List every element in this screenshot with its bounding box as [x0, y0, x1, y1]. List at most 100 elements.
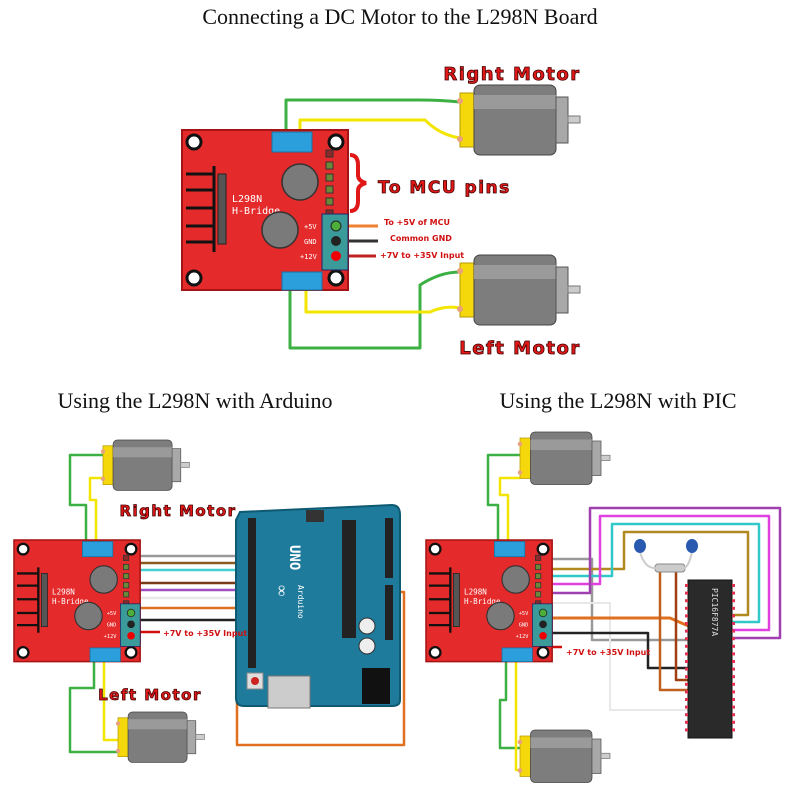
title-pic: Using the L298N with PIC — [499, 388, 736, 413]
arduino-logo-icon: ∞ — [273, 585, 290, 596]
pic-pin — [732, 667, 735, 671]
mounting-hole — [428, 542, 442, 556]
capacitor — [89, 565, 118, 594]
motor-contact — [100, 476, 106, 482]
label-pin-12v: +12V — [300, 253, 318, 261]
pic-pin — [732, 705, 735, 709]
pic-pin — [685, 584, 688, 587]
motor-contact — [517, 470, 523, 475]
mounting-hole — [327, 269, 345, 287]
pin-5v — [330, 220, 342, 232]
pic-pin — [732, 713, 735, 717]
motor-contact — [457, 306, 463, 312]
label-pin-5v: +5V — [519, 611, 529, 617]
motor-contact — [115, 748, 121, 754]
power-header — [385, 585, 393, 640]
capacitor — [281, 163, 319, 201]
label-left-motor-arduino: Left Motor — [98, 686, 202, 704]
motor-contact — [457, 268, 463, 274]
title-top: Connecting a DC Motor to the L298N Board — [202, 4, 597, 29]
pic-pin — [732, 584, 735, 587]
right-motor-arduino — [100, 439, 190, 491]
pic-pin — [732, 622, 735, 625]
header-pin — [123, 554, 130, 561]
header-pin — [325, 185, 334, 194]
arduino-model: UNO — [286, 545, 302, 570]
board-pcb — [13, 539, 141, 663]
label-input-voltage-pic: +7V to +35V Input — [566, 648, 650, 657]
pic-pin — [685, 652, 688, 656]
pic-pin — [732, 698, 735, 701]
icsp-header — [306, 510, 324, 522]
mounting-hole — [16, 542, 30, 556]
header-pin — [123, 591, 130, 598]
pin-gnd — [127, 620, 135, 629]
capacitor — [486, 601, 515, 631]
motor-highlight — [530, 737, 592, 748]
motor-highlight — [530, 439, 592, 450]
board-subname: H-Bridge — [232, 206, 280, 217]
ceramic-capacitor — [686, 539, 698, 553]
pic-pin — [685, 591, 688, 595]
label-input-voltage: +7V to +35V Input — [380, 251, 464, 260]
wire-brown — [538, 530, 750, 617]
texts: Connecting a DC Motor to the L298N Board… — [58, 4, 737, 704]
motor-highlight — [474, 95, 556, 109]
motor-terminal-top — [271, 131, 313, 153]
motor-endcap — [555, 96, 569, 144]
board-name: L298N — [464, 588, 487, 597]
wire-green-left-motor — [288, 270, 461, 350]
analog-header — [385, 518, 393, 578]
atmega-chip — [342, 520, 356, 638]
pic-pin — [685, 637, 688, 641]
motor-endcap — [555, 266, 569, 314]
wire-white — [538, 602, 688, 711]
mounting-hole — [185, 133, 203, 151]
header-pin — [325, 197, 334, 206]
wire-green-right-motor — [284, 98, 461, 140]
pic-pin — [732, 637, 735, 641]
pin-gnd — [331, 236, 341, 246]
wire-gnd — [538, 631, 688, 670]
label-right-motor-arduino: Right Motor — [119, 502, 236, 520]
pin-12v — [331, 251, 341, 261]
pic-pin — [685, 629, 688, 633]
pic-pin — [732, 629, 735, 633]
label-pin-12v: +12V — [516, 634, 530, 640]
motor-contact — [517, 739, 523, 745]
motor-contact — [517, 441, 523, 447]
pic-pin — [685, 660, 688, 663]
pic-pin — [685, 614, 688, 618]
mounting-hole — [124, 646, 138, 659]
wire-green — [68, 453, 103, 541]
driver-chip — [40, 573, 48, 628]
header-pin — [535, 591, 542, 598]
capacitor — [261, 211, 299, 249]
wire-5v — [133, 590, 406, 747]
board-subname: H-Bridge — [464, 597, 501, 606]
wire-crystal — [658, 570, 688, 692]
pic-pin — [685, 713, 688, 717]
motor-contact — [517, 768, 523, 773]
motor-terminal-bottom — [281, 271, 323, 291]
motor-endcap — [186, 720, 197, 755]
pic-pin — [732, 728, 735, 732]
pic-pin — [732, 690, 735, 694]
motor-contact — [100, 449, 106, 454]
motor-contact — [457, 98, 463, 104]
right-motor-pic — [517, 431, 611, 485]
capacitor-leads — [639, 551, 693, 570]
usb-port — [267, 675, 311, 709]
motor-highlight — [128, 719, 188, 730]
wire-yellow-left-motor — [304, 285, 461, 314]
pic-chip-label: PIC16F877A — [710, 588, 719, 636]
motor-highlight — [113, 447, 173, 458]
motor-contact — [457, 136, 463, 142]
wire-yellow — [514, 660, 520, 772]
pic-pin — [732, 599, 735, 603]
pin-12v — [127, 631, 135, 640]
pic-pin — [685, 690, 688, 694]
pic-pin — [685, 705, 688, 709]
